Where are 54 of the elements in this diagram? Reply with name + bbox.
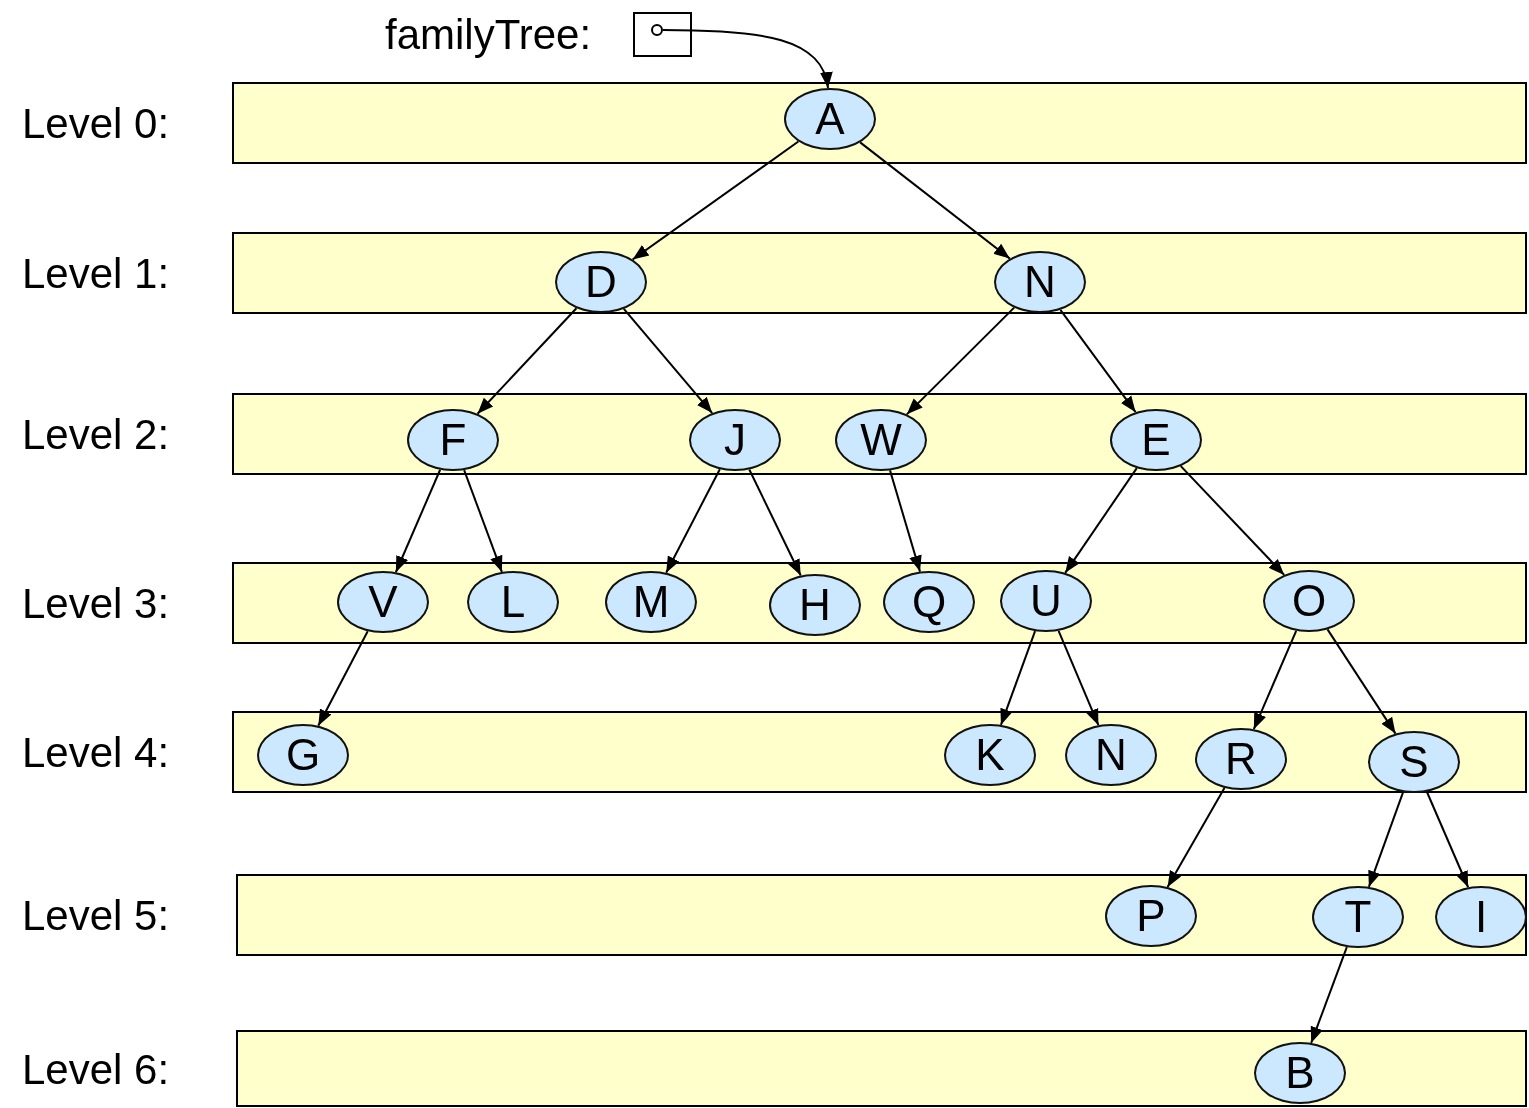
tree-node-ellipse: K — [944, 724, 1036, 786]
tree-node-ellipse: R — [1195, 728, 1287, 790]
level-label: Level 2: — [22, 414, 170, 456]
tree-node-ellipse: N — [1065, 724, 1157, 786]
arrow — [631, 140, 800, 261]
arrow — [905, 306, 1016, 416]
arrow — [662, 29, 832, 89]
arrow — [1252, 629, 1298, 731]
variable-label: familyTree: — [385, 14, 592, 56]
arrow — [665, 468, 721, 574]
tree-node-ellipse: V — [337, 571, 429, 633]
tree-node-ellipse: T — [1312, 886, 1404, 948]
tree-node-ellipse: J — [689, 409, 781, 471]
arrow — [394, 468, 442, 574]
arrow — [1059, 308, 1137, 414]
tree-node-ellipse: O — [1263, 570, 1355, 632]
arrow — [1310, 946, 1348, 1044]
tree-node-ellipse: H — [769, 574, 861, 636]
tree-node-ellipse: P — [1105, 885, 1197, 947]
arrow — [476, 307, 578, 415]
tree-node-ellipse: A — [784, 88, 876, 150]
arrow — [1064, 467, 1138, 574]
tree-node-ellipse: I — [1435, 886, 1527, 948]
tree-node-ellipse: Q — [883, 571, 975, 633]
arrow — [1425, 790, 1470, 889]
level-label: Level 4: — [22, 732, 170, 774]
arrow — [1166, 786, 1226, 889]
arrow — [1057, 629, 1100, 727]
tree-node-ellipse: S — [1368, 731, 1460, 793]
tree-node-ellipse: F — [407, 409, 499, 471]
tree-node-ellipse: M — [605, 571, 697, 633]
arrow — [748, 468, 802, 577]
level-label: Level 3: — [22, 583, 170, 625]
arrow — [889, 469, 922, 573]
tree-node-ellipse: W — [835, 409, 927, 471]
tree-node-ellipse: D — [555, 251, 647, 313]
arrow — [1179, 465, 1286, 576]
arrow — [999, 630, 1037, 726]
arrow — [1326, 628, 1397, 735]
level-label: Level 0: — [22, 103, 170, 145]
arrow — [463, 469, 503, 573]
arrow — [1367, 791, 1405, 888]
tree-node-ellipse: G — [257, 724, 349, 786]
pointer-box — [633, 12, 692, 57]
arrow — [317, 630, 369, 727]
arrow — [622, 307, 714, 415]
level-label: Level 5: — [22, 895, 170, 937]
tree-node-ellipse: E — [1110, 409, 1202, 471]
tree-node-ellipse: N — [994, 251, 1086, 313]
tree-node-ellipse: L — [467, 571, 559, 633]
tree-node-ellipse: B — [1254, 1042, 1346, 1104]
tree-node-ellipse: U — [1000, 570, 1092, 632]
level-label: Level 1: — [22, 253, 170, 295]
level-label: Level 6: — [22, 1048, 170, 1091]
